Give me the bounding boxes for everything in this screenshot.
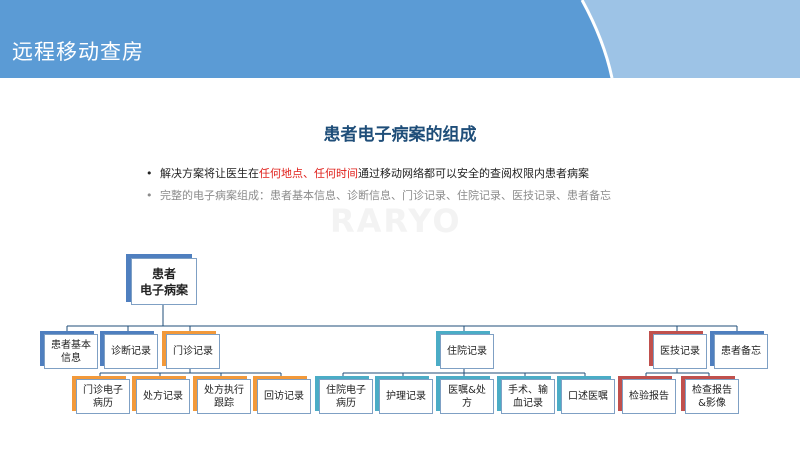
bullet-1-text-b: 通过移动网络都可以安全的查阅权限内患者病案 bbox=[358, 167, 589, 180]
node-basic-info: 患者基本 信息 bbox=[44, 334, 98, 369]
node-inpatient: 住院记录 bbox=[440, 334, 494, 369]
node-prescription: 处方记录 bbox=[136, 379, 190, 414]
bullet-dot: • bbox=[146, 189, 153, 202]
node-exam-report: 检查报告 &影像 bbox=[685, 379, 739, 414]
node-verbal-orders: 口述医嘱 bbox=[561, 379, 615, 414]
node-surgery: 手术、输 血记录 bbox=[501, 379, 555, 414]
header-band bbox=[0, 0, 800, 78]
node-memo: 患者备忘 bbox=[714, 334, 768, 369]
node-lab-report: 检验报告 bbox=[622, 379, 676, 414]
node-diagnosis: 诊断记录 bbox=[104, 334, 158, 369]
bullet-item-1: • 解决方案将让医生在任何地点、任何时间通过移动网络都可以安全的查阅权限内患者病… bbox=[146, 166, 666, 182]
node-followup: 回访记录 bbox=[257, 379, 311, 414]
bullet-1-highlight-anywhere: 任何地点 bbox=[259, 167, 303, 180]
bullet-1-highlight-anytime: 任何时间 bbox=[314, 167, 358, 180]
bullet-1-text-a: 解决方案将让医生在 bbox=[160, 167, 259, 180]
node-prescription-tracking: 处方执行 跟踪 bbox=[197, 379, 251, 414]
node-outpatient-emr: 门诊电子 病历 bbox=[76, 379, 130, 414]
node-outpatient: 门诊记录 bbox=[166, 334, 220, 369]
watermark: RARYO bbox=[330, 202, 462, 240]
root-node: 患者 电子病案 bbox=[131, 258, 197, 305]
slide-title: 患者电子病案的组成 bbox=[323, 125, 477, 145]
bullet-2-text: 完整的电子病案组成：患者基本信息、诊断信息、门诊记录、住院记录、医技记录、患者备… bbox=[160, 189, 611, 202]
node-medtech: 医技记录 bbox=[653, 334, 707, 369]
bullet-dot: • bbox=[146, 167, 153, 180]
bullet-list: • 解决方案将让医生在任何地点、任何时间通过移动网络都可以安全的查阅权限内患者病… bbox=[146, 166, 666, 204]
bullet-item-2: • 完整的电子病案组成：患者基本信息、诊断信息、门诊记录、住院记录、医技记录、患… bbox=[146, 188, 666, 204]
header-title: 远程移动查房 bbox=[12, 40, 144, 64]
node-inpatient-emr: 住院电子 病历 bbox=[319, 379, 373, 414]
bullet-1-separator: 、 bbox=[303, 167, 314, 180]
node-nursing: 护理记录 bbox=[379, 379, 433, 414]
node-orders: 医嘱&处 方 bbox=[440, 379, 494, 414]
